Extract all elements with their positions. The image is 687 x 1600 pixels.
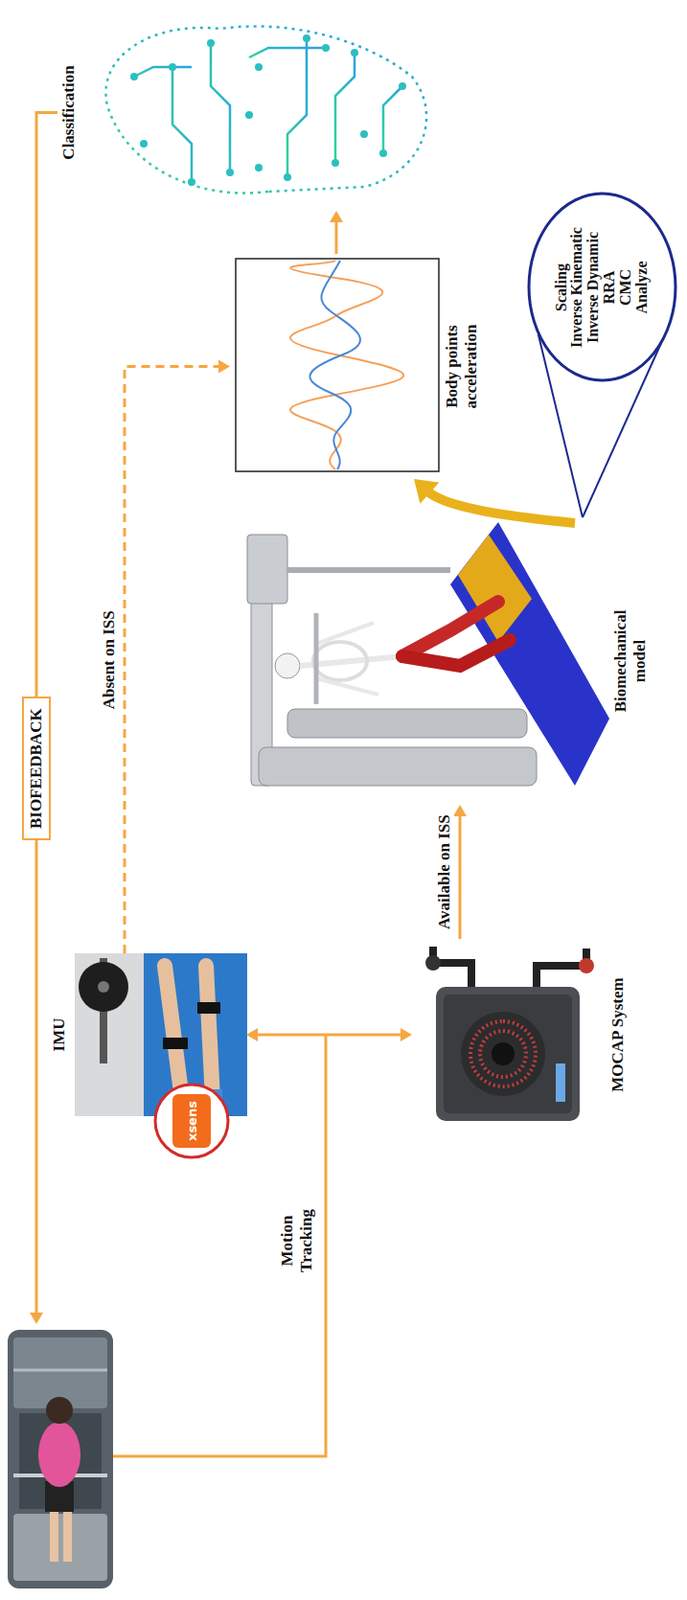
classification-network: Classification [59, 14, 443, 211]
flow-line [335, 220, 339, 254]
node-text: IMU [49, 1018, 69, 1053]
connector [246, 1028, 413, 1042]
node-text: Classification [59, 65, 79, 160]
flow-line [124, 366, 221, 955]
connector [329, 210, 344, 254]
flow-arrow [428, 491, 575, 524]
imu-photo [74, 953, 248, 1117]
arrow-head [329, 210, 344, 223]
flow-line [255, 1033, 403, 1037]
edge-label: Absent on ISS [99, 607, 119, 712]
brand-text: xsens [184, 1100, 200, 1142]
picture-frame [78, 14, 443, 211]
arrow-head [29, 1312, 44, 1325]
picture-frame [239, 517, 612, 805]
node-text: Body points acceleration [442, 295, 482, 439]
arrow-head [218, 360, 230, 374]
flow-label: Motion Tracking [277, 1188, 318, 1294]
flow-line [458, 814, 462, 939]
node-text: RRA [601, 227, 619, 348]
node-text: Biomechanical model [611, 589, 651, 733]
node-text: Inverse Kinematic [569, 227, 586, 348]
astronaut-photo [7, 1329, 114, 1589]
node-text: CMC [618, 227, 635, 348]
arrow-head [453, 804, 467, 817]
node-text: Analyze [634, 227, 651, 348]
connector [124, 360, 230, 955]
flow-line [36, 113, 58, 698]
arrow-head [246, 1028, 258, 1042]
musculoskeletal-model [247, 522, 610, 786]
acceleration-plot [235, 258, 439, 472]
xsens-inset [155, 1084, 229, 1158]
connector [36, 113, 58, 698]
feedback-return [35, 840, 39, 1315]
arrow-head [413, 479, 439, 504]
biomechanical-model: Biomechanical model [239, 517, 651, 805]
picture-frame [412, 938, 609, 1131]
acceleration-chart: Body points acceleration [229, 253, 482, 480]
node-text: Inverse Dynamic [585, 227, 602, 348]
arrow-head [400, 1028, 413, 1042]
edge-label: Available on ISS [435, 811, 455, 933]
connector [453, 804, 467, 939]
feedback-box: BIOFEEDBACK [22, 696, 51, 841]
node-text: BIOFEEDBACK [26, 708, 46, 829]
mocap-camera-figure [425, 946, 595, 1122]
connector [413, 479, 575, 524]
imu-sensor: IMU [49, 953, 247, 1117]
picture-frame [68, 953, 247, 1117]
mocap-camera: MOCAP System [412, 938, 628, 1131]
picture-frame [229, 253, 443, 480]
pipeline-ellipse: ScalingInverse KinematicInverse DynamicR… [526, 192, 678, 384]
circuit-brain [105, 25, 427, 193]
node-text: MOCAP System [608, 977, 628, 1092]
ellipse-text: ScalingInverse KinematicInverse DynamicR… [553, 227, 651, 348]
node-text: Scaling [553, 227, 571, 348]
